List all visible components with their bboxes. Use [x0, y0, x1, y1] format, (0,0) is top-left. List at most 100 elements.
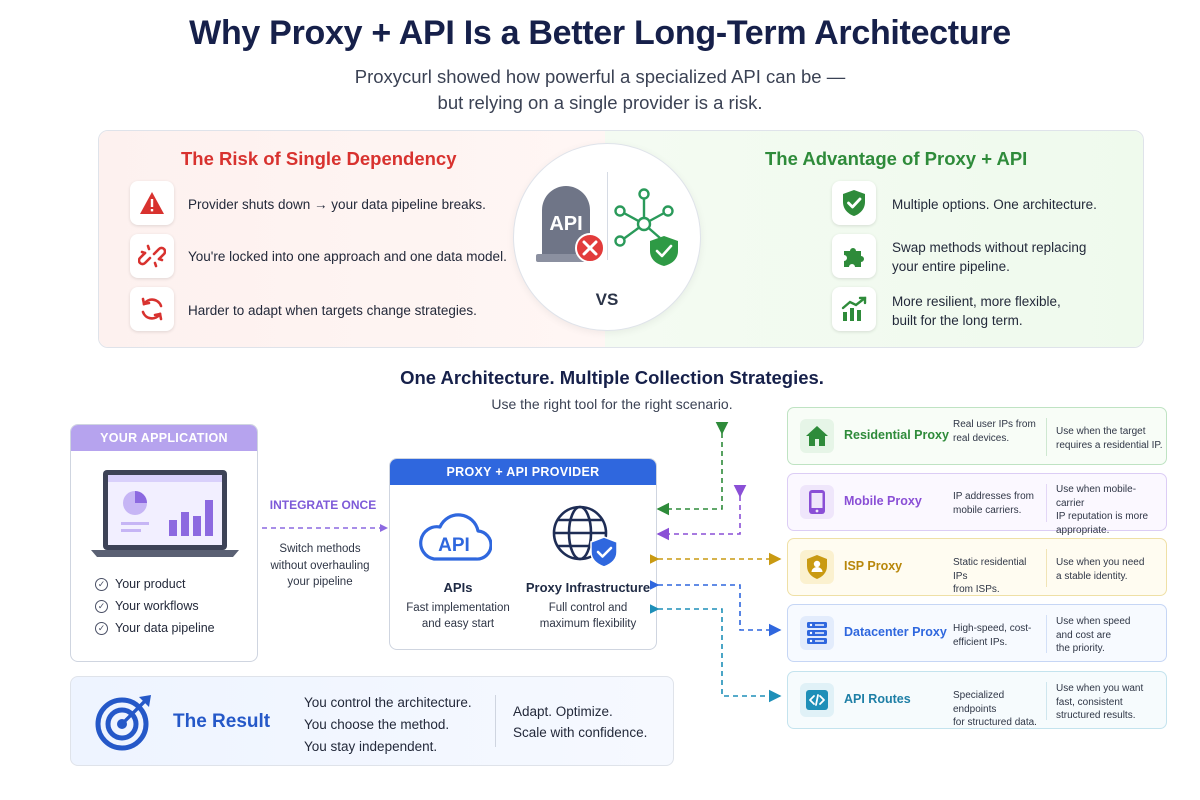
result-line-1: You control the architecture. [304, 695, 472, 710]
check-icon: ✓ [95, 599, 108, 613]
puzzle-icon [832, 234, 876, 278]
strategy-use-line: Use when speed [1056, 616, 1131, 627]
check-icon: ✓ [95, 621, 108, 635]
strategy-use-line: and cost are [1056, 629, 1112, 641]
risk-panel: The Risk of Single Dependency Provider s… [99, 131, 605, 347]
risk-item-1-text: Provider shuts down → your data pipeline… [188, 197, 486, 212]
strategy-name: API Routes [844, 692, 911, 706]
card-divider [1046, 418, 1047, 456]
integrate-note-line-2: without overhauling [270, 559, 370, 572]
api-cloud-icon: API [419, 513, 492, 561]
integrate-note-line-3: your pipeline [287, 576, 353, 588]
risk-title: The Risk of Single Dependency [181, 148, 457, 169]
application-header: YOUR APPLICATION [71, 425, 257, 451]
advantage-item-2-text: Swap methods without replacing your enti… [892, 238, 1086, 276]
result-tagline-line-1: Adapt. Optimize. [513, 704, 613, 719]
growth-chart-icon [832, 287, 876, 331]
versus-label: VS [595, 290, 619, 309]
strategy-use-line: the priority. [1056, 643, 1105, 654]
strategy-description-line: efficient IPs. [953, 636, 1008, 648]
strategy-use-line: requires a residential IP. [1056, 439, 1163, 451]
refresh-icon [130, 287, 174, 331]
strategy-use-line: IP reputation is more [1056, 511, 1149, 522]
card-divider [1046, 682, 1047, 720]
check-icon: ✓ [95, 577, 108, 591]
strategy-description: IP addresses from mobile carriers. [953, 490, 1041, 517]
strategy-description: Real user IPs from real devices. [953, 418, 1041, 445]
section-title: One Architecture. Multiple Collection St… [400, 367, 824, 388]
mobile-icon [800, 485, 834, 519]
strategy-card-api-routes: API Routes Specialized endpoints for str… [787, 671, 1167, 729]
versus-circle: API VS [513, 143, 701, 331]
application-item-1-label: Your product [115, 577, 186, 591]
card-divider [1046, 484, 1047, 522]
advantage-item-2-line-1: Swap methods without replacing [892, 240, 1087, 255]
application-item-1: ✓ Your product [95, 577, 185, 591]
broken-link-icon [130, 234, 174, 278]
provider-header: PROXY + API PROVIDER [390, 459, 656, 485]
strategy-use-case: Use when you need a stable identity. [1056, 556, 1164, 583]
strategy-use-case: Use when speed and cost are the priority… [1056, 615, 1164, 656]
code-icon [800, 683, 834, 717]
strategy-use-line: Use when you want [1056, 683, 1144, 694]
integrate-label: INTEGRATE ONCE [269, 498, 377, 512]
proxy-infrastructure-description: Full control and maximum flexibility [522, 600, 654, 632]
strategy-description-line: mobile carriers. [953, 504, 1022, 516]
api-tombstone-text: API [549, 213, 582, 235]
api-description-line-1: Fast implementation [406, 602, 510, 614]
card-divider [1046, 549, 1047, 587]
result-line-3: You stay independent. [304, 739, 438, 754]
api-description: Fast implementation and easy start [394, 600, 522, 632]
provider-box: PROXY + API PROVIDER API APIs Fast imple… [389, 458, 657, 650]
result-tagline: Adapt. Optimize. Scale with confidence. [513, 701, 647, 743]
shield-check-icon [832, 181, 876, 225]
proxy-description-line-2: maximum flexibility [539, 618, 637, 630]
result-title: The Result [173, 711, 271, 732]
shield-user-icon [800, 550, 834, 584]
strategy-description-line: real devices. [953, 432, 1010, 444]
page-title: Why Proxy + API Is a Better Long-Term Ar… [189, 14, 1011, 52]
advantage-item-1-text: Multiple options. One architecture. [892, 195, 1097, 214]
strategy-description-line: for structured data. [953, 717, 1037, 728]
strategy-card-mobile: Mobile Proxy IP addresses from mobile ca… [787, 473, 1167, 536]
warning-icon [130, 181, 174, 225]
advantage-title: The Advantage of Proxy + API [765, 148, 1028, 169]
application-item-3-label: Your data pipeline [115, 621, 215, 635]
application-item-2: ✓ Your workflows [95, 599, 199, 613]
strategy-use-case: Use when you want fast, consistent struc… [1056, 682, 1164, 723]
result-tagline-line-2: Scale with confidence. [513, 725, 648, 740]
target-arrow-icon [95, 695, 151, 751]
result-divider [495, 695, 496, 747]
api-description-line-2: and easy start [421, 618, 495, 630]
strategy-use-line: Use when you need [1056, 557, 1145, 568]
strategy-description-line: IP addresses from [953, 491, 1034, 502]
versus-divider [607, 172, 608, 260]
risk-item-2-text: You're locked into one approach and one … [188, 249, 507, 264]
subtitle-line-2: but relying on a single provider is a ri… [437, 92, 763, 113]
advantage-item-3-line-1: More resilient, more flexible, [892, 294, 1061, 309]
result-box: The Result You control the architecture.… [70, 676, 674, 766]
strategy-use-line: Use when the target [1056, 426, 1146, 437]
api-cloud-text: API [438, 535, 470, 556]
home-icon [800, 419, 834, 453]
application-item-2-label: Your workflows [115, 599, 199, 613]
strategy-name: Residential Proxy [844, 428, 949, 442]
strategy-name: Mobile Proxy [844, 494, 922, 508]
integrate-note-line-1: Switch methods [279, 543, 361, 555]
risk-item-3-text: Harder to adapt when targets change stra… [188, 303, 477, 318]
api-title: APIs [443, 580, 473, 595]
strategy-use-line: structured results. [1056, 710, 1136, 721]
strategy-use-case: Use when the target requires a residenti… [1056, 425, 1164, 452]
strategy-description-line: Static residential IPs [953, 557, 1027, 582]
result-statements: You control the architecture. You choose… [304, 692, 472, 758]
advantage-item-3-text: More resilient, more flexible, built for… [892, 292, 1061, 330]
strategy-name: ISP Proxy [844, 559, 903, 573]
application-box: YOUR APPLICATION ✓ Your product ✓ Your w… [70, 424, 258, 662]
proxy-description-line-1: Full control and [548, 602, 628, 614]
integrate-note: Switch methods without overhauling your … [262, 541, 378, 591]
proxy-infrastructure-title: Proxy Infrastructure [525, 580, 651, 595]
application-item-3: ✓ Your data pipeline [95, 621, 215, 635]
server-icon [800, 616, 834, 650]
strategy-use-line: Use when mobile-carrier [1056, 484, 1137, 509]
strategy-description-line: Specialized endpoints [953, 690, 1005, 715]
